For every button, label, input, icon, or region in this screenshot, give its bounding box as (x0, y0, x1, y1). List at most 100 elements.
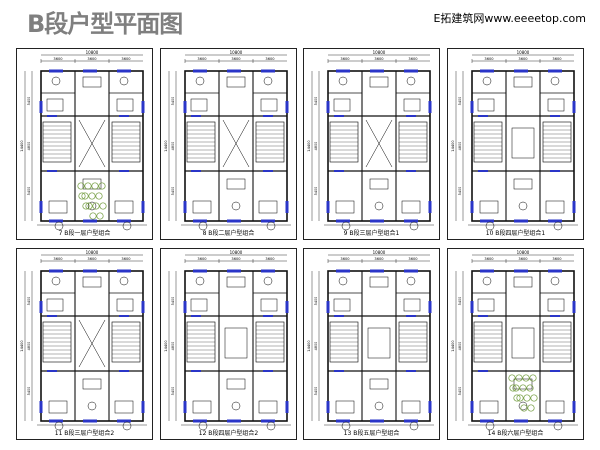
dimension-label: 4800 (314, 142, 318, 151)
window (336, 69, 350, 73)
furniture (479, 200, 499, 214)
window (404, 419, 418, 423)
window (39, 401, 43, 413)
plant (527, 404, 535, 412)
window (370, 219, 384, 223)
window (227, 219, 241, 223)
window (336, 219, 350, 223)
furniture (479, 400, 499, 414)
window (285, 301, 289, 313)
table (122, 221, 132, 231)
window (336, 419, 350, 423)
dimension-label: 4800 (171, 142, 175, 151)
furniture (190, 98, 208, 112)
window (227, 269, 241, 273)
door-mark (191, 115, 201, 117)
void-diagonal (365, 119, 393, 168)
dimension-label: 3600 (374, 257, 384, 261)
dimension-label: 3600 (197, 57, 207, 61)
furniture (114, 400, 134, 414)
window (141, 101, 145, 113)
dimension-label: 14400 (307, 140, 311, 152)
window (548, 419, 562, 423)
furniture (114, 200, 134, 214)
table (409, 221, 419, 231)
window (193, 269, 207, 273)
plant (77, 182, 85, 190)
dimension-label: 14400 (20, 340, 24, 352)
door-mark (406, 115, 416, 117)
center-room (224, 327, 248, 359)
table (54, 221, 64, 231)
panel-caption: 12 B段四层户型组合2 (198, 430, 259, 437)
window (39, 201, 43, 213)
dimension-label: 4800 (27, 342, 31, 351)
window (548, 219, 562, 223)
plant (526, 384, 534, 392)
door-mark (119, 315, 129, 317)
table (550, 276, 560, 286)
plant (96, 212, 104, 220)
table (338, 76, 348, 86)
center-room (511, 127, 535, 159)
dimension-label: 5400 (27, 187, 31, 196)
furniture (403, 98, 421, 112)
plant (84, 182, 92, 190)
furniture (401, 200, 421, 214)
window (261, 219, 275, 223)
window (83, 219, 97, 223)
furniture (260, 298, 278, 312)
window (572, 301, 576, 313)
dimension-label: 4800 (171, 342, 175, 351)
furniture (46, 98, 64, 112)
dimension-label: 3600 (265, 257, 275, 261)
window (117, 69, 131, 73)
dimension-label: 3600 (121, 57, 131, 61)
door-mark (550, 170, 560, 172)
window (183, 101, 187, 113)
plant (520, 404, 528, 412)
window (83, 419, 97, 423)
window (404, 269, 418, 273)
furniture (335, 200, 355, 214)
furniture (369, 178, 389, 190)
window (261, 69, 275, 73)
door-mark (478, 170, 488, 172)
table (51, 276, 61, 286)
dimension-label: 3600 (53, 57, 63, 61)
table (338, 276, 348, 286)
table (341, 421, 351, 431)
furniture (401, 400, 421, 414)
furniture (369, 76, 389, 88)
window (470, 301, 474, 313)
table (482, 276, 492, 286)
dimension-label: 3600 (231, 57, 241, 61)
dimension-label: 5400 (27, 97, 31, 106)
furniture (116, 298, 134, 312)
window (370, 419, 384, 423)
dimension-label: 5400 (458, 387, 462, 396)
door-mark (334, 170, 344, 172)
dimension-label: 4800 (458, 342, 462, 351)
window (572, 401, 576, 413)
window (83, 69, 97, 73)
window (326, 201, 330, 213)
furniture (226, 76, 246, 88)
dimension-label: 4800 (27, 142, 31, 151)
center-room (367, 327, 391, 359)
plant (91, 182, 99, 190)
window (428, 201, 432, 213)
table (553, 421, 563, 431)
furniture (547, 298, 565, 312)
dimension-label: 5400 (171, 97, 175, 106)
table (374, 401, 384, 411)
window (548, 269, 562, 273)
door-mark (550, 370, 560, 372)
